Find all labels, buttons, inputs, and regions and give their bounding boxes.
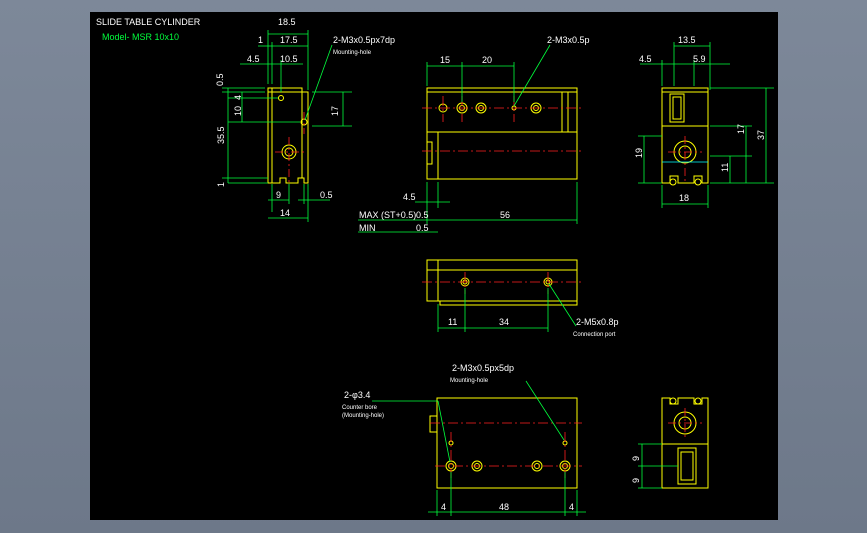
side-view-outline: [267, 87, 309, 184]
stroke-min-label: MIN: [359, 223, 376, 233]
dimension-label: 4: [441, 502, 446, 512]
dimension-label: 1: [216, 182, 226, 187]
dimension-label: 4.5: [639, 54, 652, 64]
dimension-label: 4.5: [247, 54, 260, 64]
dimension-label: 18.5: [278, 17, 296, 27]
stroke-max-value: 0.5: [416, 210, 429, 220]
dimension-label: 9: [631, 478, 641, 483]
dimension-label: 5.9: [693, 54, 706, 64]
dimension-label: 19: [634, 148, 644, 158]
bottom-end-view-centerlines: [668, 408, 702, 438]
middle-view-callout-note: Connection port: [573, 332, 616, 338]
top-view-callout-leader: [513, 44, 551, 107]
bottom-end-view-dimlines: [638, 443, 678, 489]
top-view-outline: [426, 87, 578, 180]
title-block: SLIDE TABLE CYLINDER Model- MSR 10x10: [96, 17, 201, 42]
drawing-title: SLIDE TABLE CYLINDER: [96, 17, 201, 27]
dimension-label: 20: [482, 55, 492, 65]
middle-view-callout-leader: [548, 283, 577, 327]
top-view-callout: 2-M3x0.5p: [547, 35, 590, 45]
bottom-view: 4 48 4 2-M3x0.5px5dp Mounting-hole 2-φ3.…: [342, 363, 586, 516]
bottom-view-dim-labels: 4 48 4 2-M3x0.5px5dp Mounting-hole 2-φ3.…: [342, 363, 574, 512]
middle-view-dimlines: [437, 288, 549, 332]
side-view-centerlines: [275, 112, 305, 184]
dimension-label: 17.5: [280, 35, 298, 45]
side-view-callout-leader: [304, 44, 333, 121]
end-view-centerlines: [668, 136, 702, 184]
bottom-view-left-callout-note1: Counter bore: [342, 405, 378, 411]
dimension-label: 4: [233, 95, 243, 100]
bottom-view-left-leader: [437, 400, 451, 463]
top-view-dimlines: [358, 62, 578, 233]
dimension-label: 10: [233, 106, 243, 116]
dimension-label: 0.5: [215, 73, 225, 86]
bottom-view-dimlines: [428, 472, 586, 516]
dimension-label: 0.5: [320, 190, 333, 200]
side-view-dim-labels: 18.5 1 17.5 4.5 10.5 0.5 4 10 35.5 17 1 …: [215, 17, 395, 218]
bottom-view-right-leader: [525, 380, 565, 441]
dimension-label: 11: [448, 317, 457, 327]
top-view-centerlines: [422, 96, 582, 152]
middle-view-dim-labels: 11 34 2-M5x0.8p Connection port: [448, 317, 619, 338]
middle-view-outline: [426, 259, 578, 306]
bottom-end-view-dim-labels: 9 9: [631, 456, 641, 483]
bottom-view-right-callout: 2-M3x0.5px5dp: [452, 363, 514, 373]
stroke-min-value: 0.5: [416, 223, 429, 233]
end-view-dimlines: [638, 42, 774, 208]
bottom-view-left-callout: 2-φ3.4: [344, 390, 370, 400]
drawing-model: Model- MSR 10x10: [102, 32, 179, 42]
middle-view-callout: 2-M5x0.8p: [576, 317, 619, 327]
side-view-dimlines: [222, 30, 352, 222]
end-view: 13.5 4.5 5.9 17 37 19 11 18: [634, 35, 774, 208]
dimension-label: 37: [756, 130, 766, 140]
dimension-label: 9: [276, 190, 281, 200]
dimension-label: 1: [258, 35, 263, 45]
bottom-view-outline: [429, 397, 578, 489]
drawing-canvas[interactable]: SLIDE TABLE CYLINDER Model- MSR 10x10: [90, 12, 778, 520]
cad-drawing: SLIDE TABLE CYLINDER Model- MSR 10x10: [96, 17, 774, 516]
dimension-label: 17: [330, 106, 340, 116]
dimension-label: 4: [569, 502, 574, 512]
dimension-label: 34: [499, 317, 509, 327]
bottom-view-left-callout-note2: (Mounting-hole): [342, 413, 384, 419]
dimension-label: 18: [679, 193, 689, 203]
dimension-label: 13.5: [678, 35, 696, 45]
dimension-label: 4.5: [403, 192, 416, 202]
side-view-callout-note: Mounting-hole: [333, 50, 372, 56]
bottom-view-centerlines: [430, 422, 582, 478]
dimension-label: 35.5: [216, 126, 226, 144]
side-view-callout: 2-M3x0.5px7dp: [333, 35, 395, 45]
middle-view-centerlines: [422, 272, 582, 294]
middle-view: 11 34 2-M5x0.8p Connection port: [422, 259, 619, 338]
dimension-label: 48: [499, 502, 509, 512]
dimension-label: 9: [631, 456, 641, 461]
dimension-label: 14: [280, 208, 290, 218]
dimension-label: 10.5: [280, 54, 298, 64]
side-view: 18.5 1 17.5 4.5 10.5 0.5 4 10 35.5 17 1 …: [215, 17, 395, 222]
dimension-label: 11: [720, 163, 730, 172]
bottom-view-right-callout-note: Mounting-hole: [450, 378, 489, 384]
top-view: 15 20 4.5 56 2-M3x0.5p MAX (ST+0.5) 0.5 …: [358, 35, 590, 233]
dimension-label: 56: [500, 210, 510, 220]
bottom-end-view: 9 9: [631, 397, 709, 489]
top-view-dim-labels: 15 20 4.5 56 2-M3x0.5p MAX (ST+0.5) 0.5 …: [359, 35, 590, 233]
stroke-max-label: MAX (ST+0.5): [359, 210, 416, 220]
dimension-label: 17: [736, 124, 746, 134]
end-view-dim-labels: 13.5 4.5 5.9 17 37 19 11 18: [634, 35, 766, 203]
dimension-label: 15: [440, 55, 450, 65]
